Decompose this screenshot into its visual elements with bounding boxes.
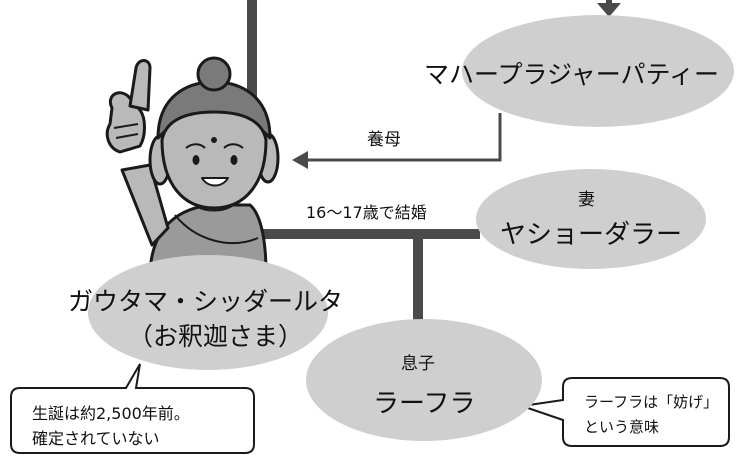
rahula-note-line1: ラーフラは「妨げ」 xyxy=(584,393,719,411)
lineage-line-top xyxy=(247,0,257,110)
gautama-subtitle: （お釈迦さま） xyxy=(128,322,304,351)
mahapajapati-name: マハープラジャーパティー xyxy=(424,60,720,89)
foster-mother-label: 養母 xyxy=(367,130,401,150)
rahula-note-line2: という意味 xyxy=(584,418,660,436)
yasodhara-name: ヤショーダラー xyxy=(500,220,683,250)
mahapajapati-node xyxy=(462,15,734,127)
birth-note-bubble xyxy=(10,363,255,454)
rahula-note-bubble xyxy=(521,377,730,447)
yasodhara-role: 妻 xyxy=(578,190,595,210)
rahula-role: 息子 xyxy=(401,354,435,374)
foster-mother-arrow xyxy=(292,113,502,169)
gautama-node xyxy=(88,255,328,370)
rahula-node xyxy=(306,319,542,441)
birth-note-line2: 確定されていない xyxy=(32,429,160,448)
marriage-label: 16〜17歳で結婚 xyxy=(306,203,427,222)
rahula-name: ラーフラ xyxy=(373,389,476,419)
marriage-line xyxy=(250,229,480,239)
gautama-name: ガウタマ・シッダールタ xyxy=(68,287,344,316)
buddha-illustration xyxy=(105,56,280,274)
arrow-into-mahapajapati xyxy=(597,0,621,17)
birth-note-line1: 生誕は約2,500年前。 xyxy=(32,404,190,423)
child-line xyxy=(413,234,423,340)
yasodhara-node xyxy=(476,169,706,269)
